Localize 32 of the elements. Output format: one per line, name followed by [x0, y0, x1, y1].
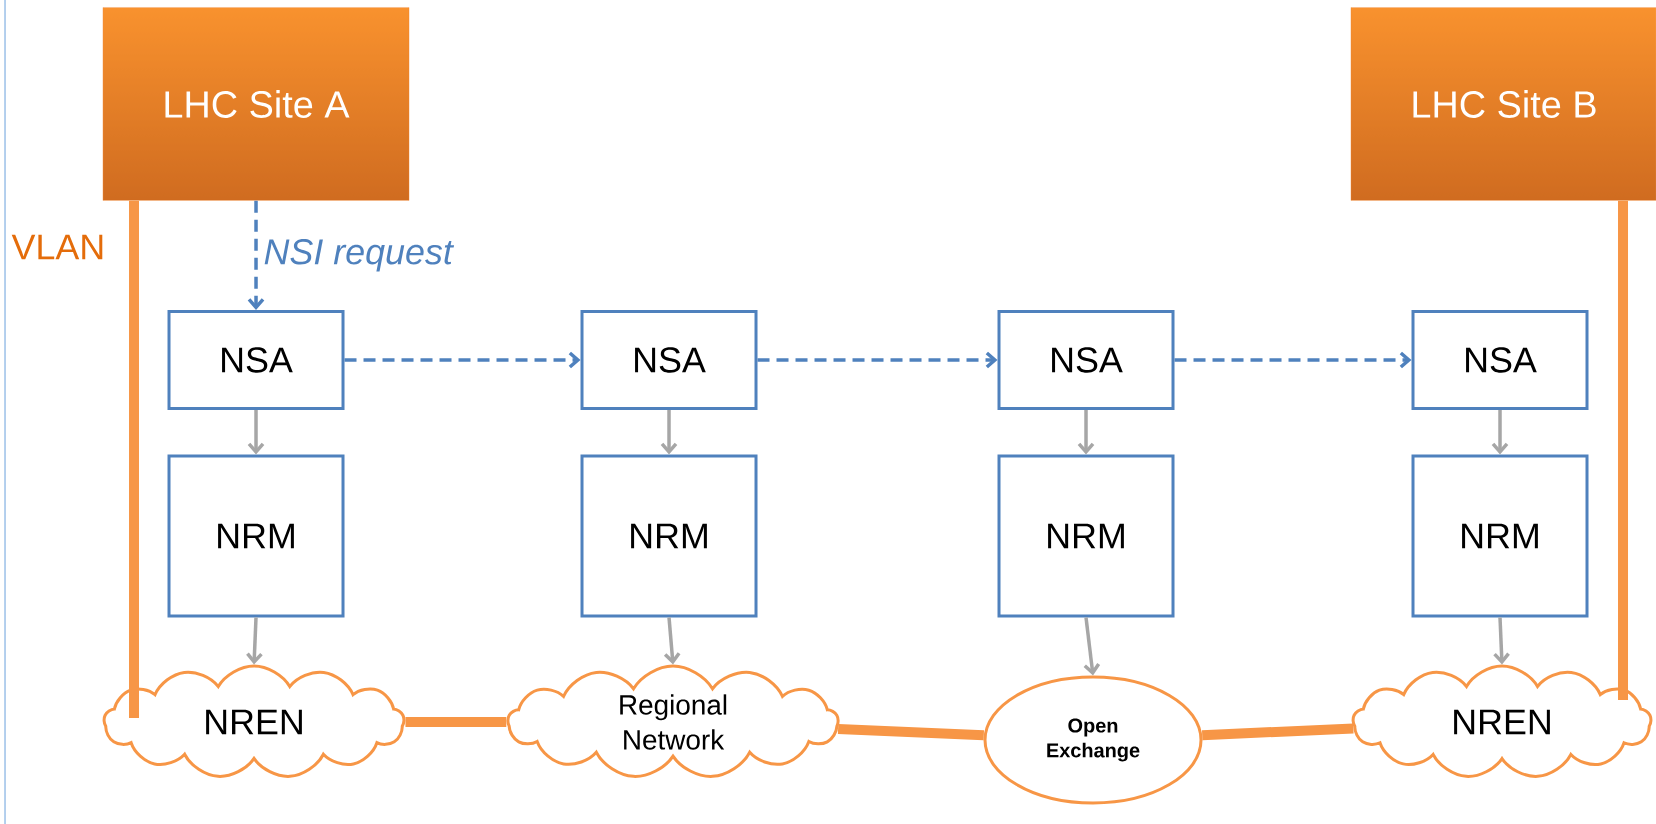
- process-box: NSA: [167, 310, 345, 410]
- site-box: LHC Site A: [102, 7, 410, 201]
- vlan-link: [1202, 723, 1354, 741]
- dashed-arrow: [247, 200, 265, 310]
- arrow: [246, 617, 263, 665]
- arrow: [1493, 617, 1510, 665]
- process-box: NRM: [167, 454, 345, 618]
- arrow: [660, 410, 678, 455]
- site-box: LHC Site B: [1350, 7, 1656, 201]
- dashed-arrow: [1174, 351, 1412, 369]
- arrow: [663, 617, 681, 665]
- vlan-label: VLAN: [11, 234, 103, 260]
- dashed-arrow: [757, 351, 998, 369]
- arrow: [247, 410, 265, 455]
- arrow: [1083, 617, 1101, 676]
- process-box: NRM: [997, 454, 1175, 618]
- process-box: NSA: [997, 310, 1175, 410]
- vlan-link: [129, 200, 139, 718]
- process-box: NRM: [1411, 454, 1589, 618]
- dashed-arrow: [344, 351, 581, 369]
- vlan-link: [405, 717, 507, 727]
- edge-label: NSI request: [264, 239, 455, 272]
- process-box: NSA: [1411, 310, 1589, 410]
- network-cloud: Regional Network: [506, 664, 840, 778]
- process-box: NRM: [580, 454, 758, 618]
- arrow: [1077, 410, 1095, 455]
- network-cloud: NREN: [1351, 664, 1653, 778]
- process-box: NSA: [580, 310, 758, 410]
- arrow: [1491, 410, 1509, 455]
- vlan-link: [837, 724, 984, 741]
- network-cloud: NREN: [102, 664, 406, 778]
- vlan-link: [1618, 200, 1628, 700]
